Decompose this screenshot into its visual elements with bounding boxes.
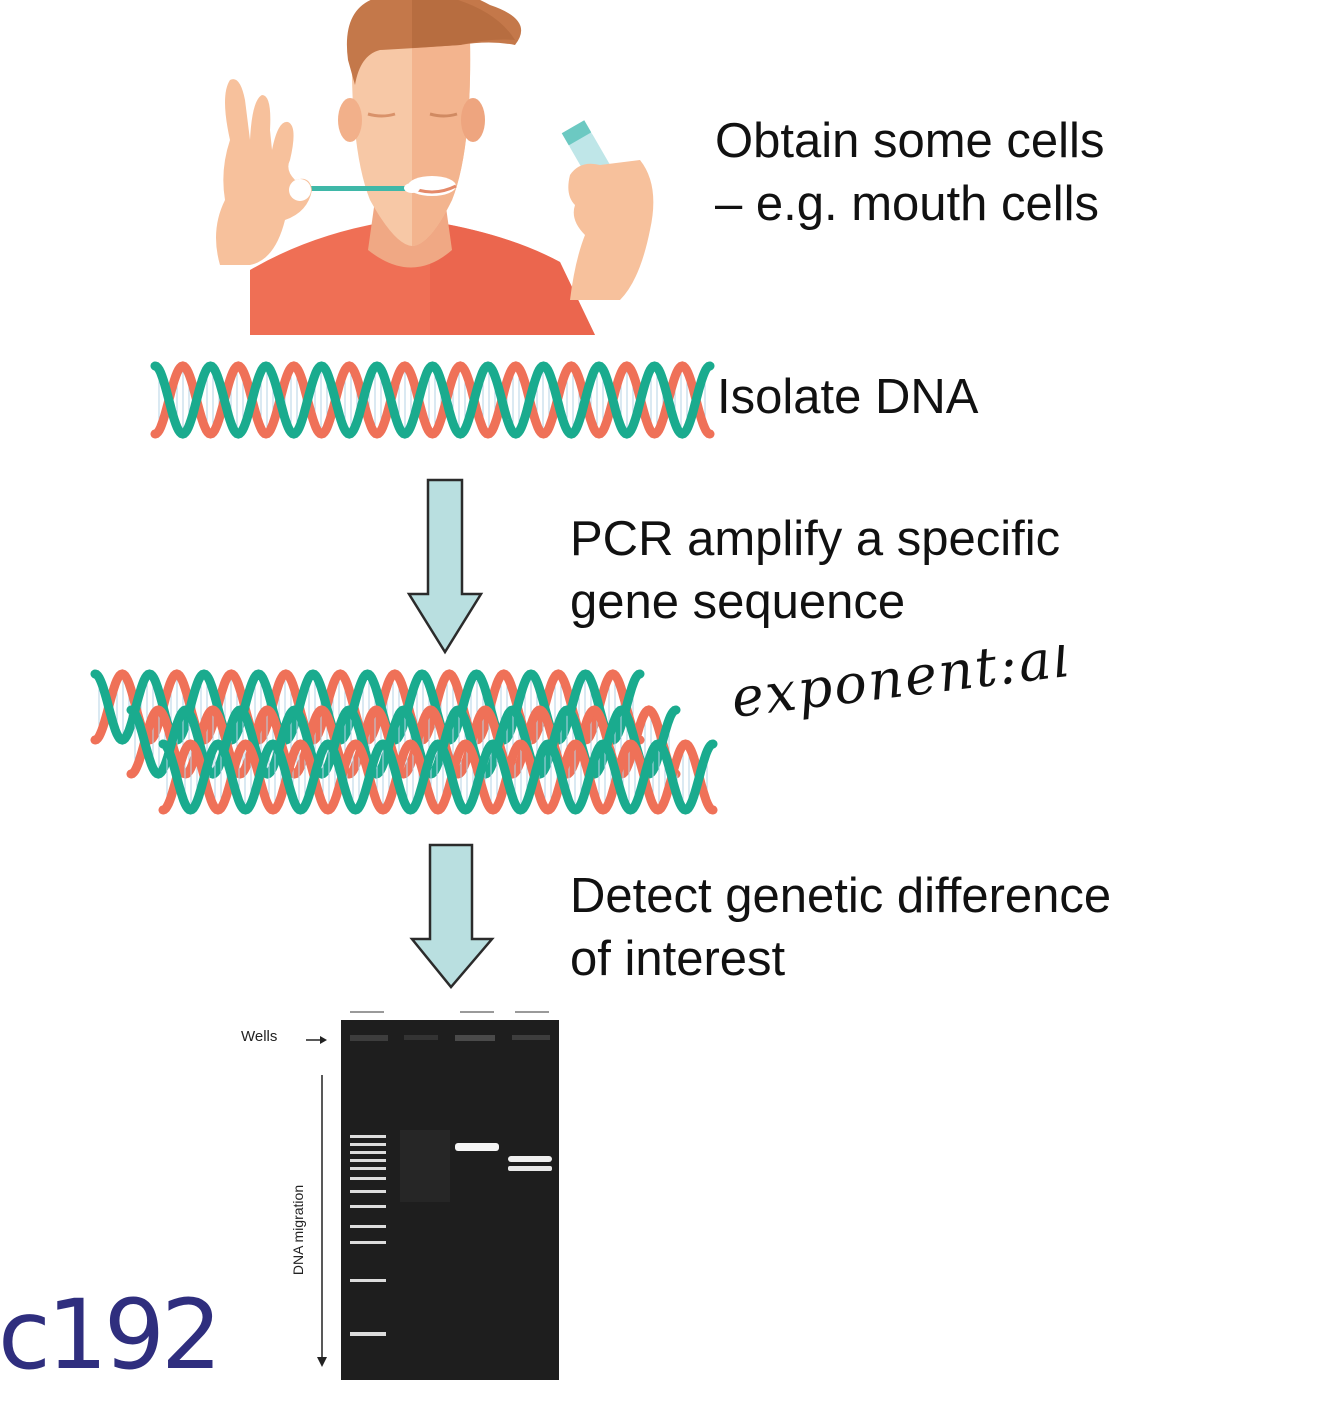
- step-detect-line1: Detect genetic difference: [570, 869, 1112, 923]
- handwritten-note: exponent:al: [732, 645, 1075, 730]
- wells: [350, 1035, 550, 1041]
- step-obtain-line1: Obtain some cells: [715, 114, 1105, 168]
- step-pcr-text: PCR amplify a specific gene sequence: [570, 508, 1060, 634]
- sample-band: [455, 1143, 499, 1151]
- holding-hand: [568, 160, 654, 300]
- step-pcr-line2: gene sequence: [570, 575, 906, 629]
- dna-migration-label: DNA migration: [290, 1184, 306, 1276]
- course-code-logo: c192: [0, 1279, 222, 1391]
- dna-copy-3: [158, 739, 718, 815]
- sample-band: [508, 1156, 552, 1162]
- down-arrow-icon: [406, 478, 484, 655]
- step-obtain-line2: – e.g. mouth cells: [715, 177, 1100, 231]
- down-arrow-icon: [409, 843, 495, 989]
- step-isolate-line1: Isolate DNA: [717, 370, 979, 424]
- step-isolate-text: Isolate DNA: [717, 366, 978, 429]
- ladder-bands: [350, 1135, 386, 1336]
- dna-helix: [150, 361, 715, 439]
- ok-hand: [216, 79, 312, 266]
- step-detect-line2: of interest: [570, 932, 786, 986]
- person-swab-illustration: [216, 0, 654, 335]
- wells-label: Wells: [241, 1028, 278, 1045]
- handwritten-note-text: exponent:al: [732, 645, 1075, 730]
- step-obtain-text: Obtain some cells – e.g. mouth cells: [715, 110, 1104, 236]
- step-pcr-line1: PCR amplify a specific: [570, 512, 1061, 566]
- step-detect-text: Detect genetic difference of interest: [570, 865, 1111, 991]
- gel-electrophoresis-image: [306, 1011, 559, 1380]
- sample-band: [508, 1166, 552, 1171]
